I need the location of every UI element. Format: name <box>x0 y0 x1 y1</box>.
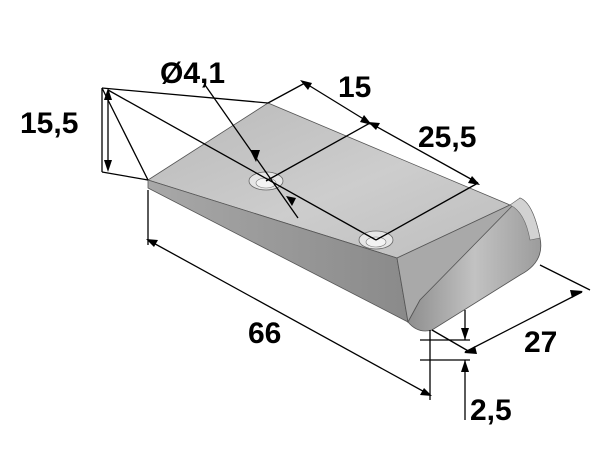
hole-diameter-label: Ø4,1 <box>160 57 225 90</box>
hole-spacing-label: 25,5 <box>418 121 476 154</box>
bracket-part <box>147 102 542 332</box>
thickness-label: 2,5 <box>470 394 512 427</box>
tab-top-edge <box>509 197 541 241</box>
hole-offset-label: 15 <box>338 71 371 104</box>
dimension-labels: Ø4,1 15,5 15 25,5 66 27 2,5 <box>20 57 557 427</box>
height-label: 15,5 <box>20 107 78 140</box>
dimension-lines <box>101 80 591 420</box>
width-label: 27 <box>524 326 557 359</box>
length-label: 66 <box>248 317 281 350</box>
